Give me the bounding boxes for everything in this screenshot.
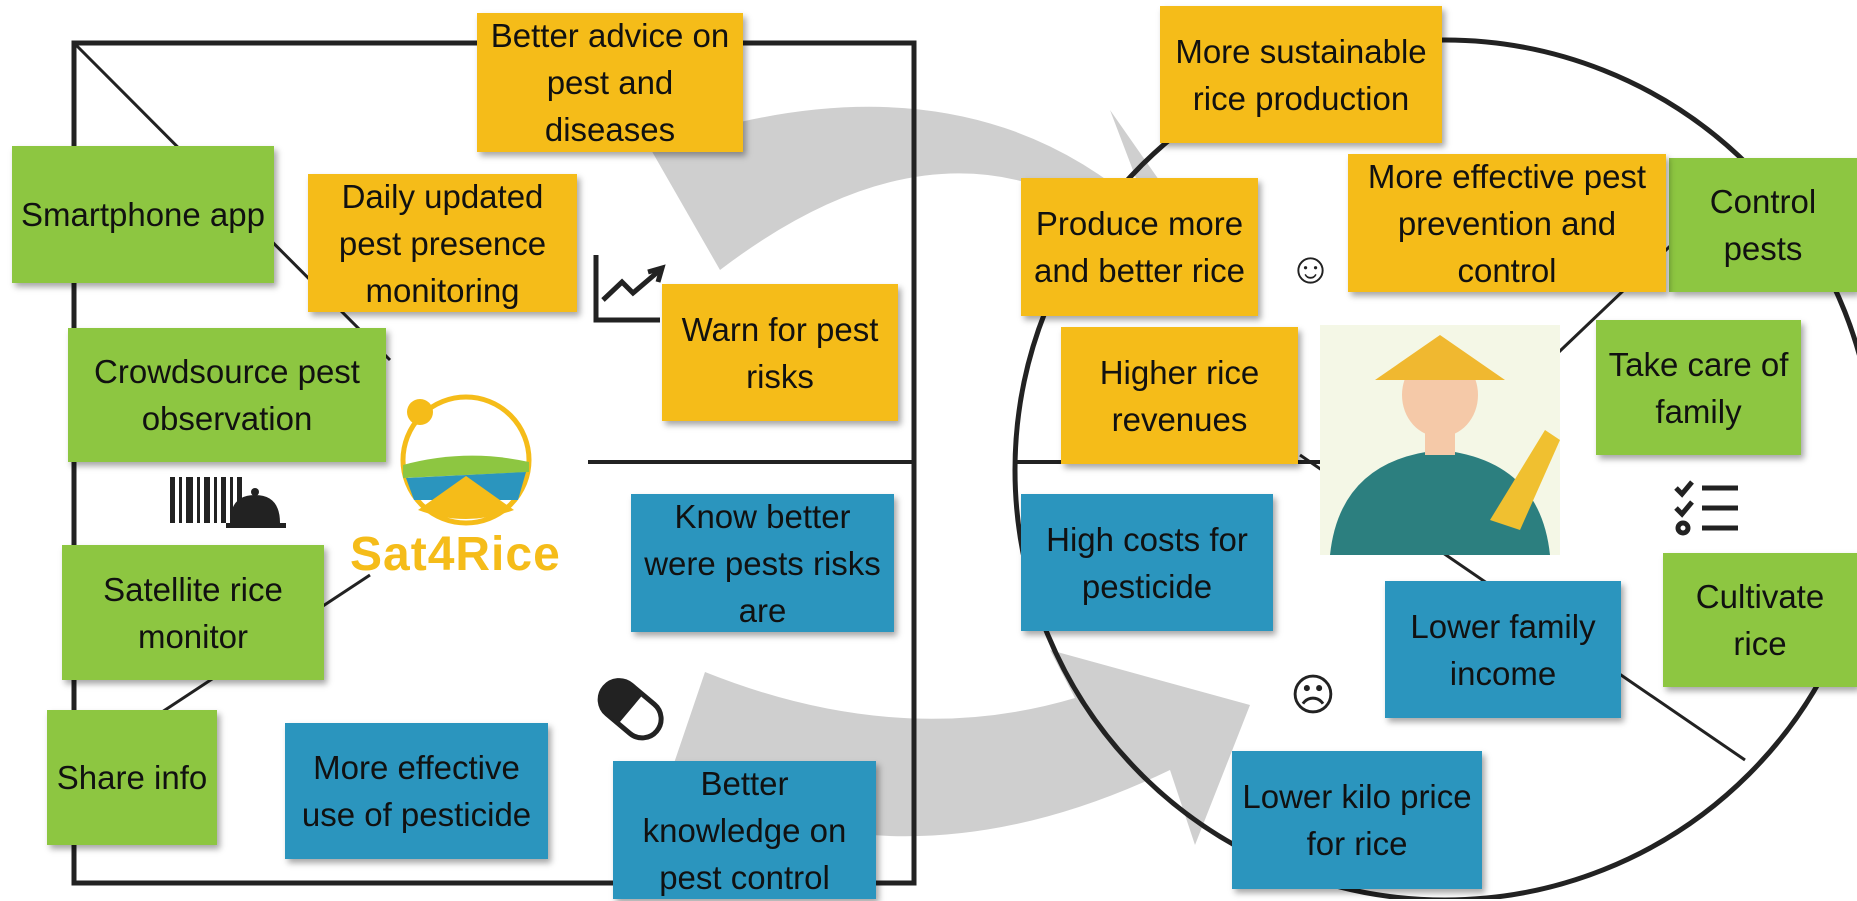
gain-creator-better-advice: Better advice on pest and diseases xyxy=(477,13,743,152)
product-crowdsource-pest-observation: Crowdsource pest observation xyxy=(68,328,386,462)
pain-reliever-know-pest-risks: Know better were pests risks are xyxy=(631,494,894,632)
gain-creator-warn-pest-risks: Warn for pest risks xyxy=(662,284,898,421)
trend-chart-icon xyxy=(593,255,666,323)
gain-sustainable-rice-production: More sustainable rice production xyxy=(1160,6,1442,143)
barcode-bell-icon xyxy=(170,477,286,528)
gain-creator-daily-monitoring: Daily updated pest presence monitoring xyxy=(308,174,577,312)
gain-effective-pest-control: More effective pest prevention and contr… xyxy=(1348,154,1666,292)
pain-high-pesticide-costs: High costs for pesticide xyxy=(1021,494,1273,631)
job-take-care-of-family: Take care of family xyxy=(1596,320,1801,455)
pain-lower-family-income: Lower family income xyxy=(1385,581,1621,718)
frown-icon: ☹ xyxy=(1290,671,1336,720)
sat4rice-logo-emblem xyxy=(400,394,532,526)
sat4rice-logo: Sat4Rice xyxy=(350,528,561,581)
pain-lower-kilo-price: Lower kilo price for rice xyxy=(1232,751,1482,889)
pain-reliever-effective-pesticide-use: More effective use of pesticide xyxy=(285,723,548,859)
pain-reliever-better-knowledge: Better knowledge on pest control xyxy=(613,761,876,899)
pill-icon xyxy=(597,678,664,741)
gain-higher-rice-revenues: Higher rice revenues xyxy=(1061,327,1298,464)
job-control-pests: Control pests xyxy=(1669,158,1857,292)
farmer-illustration xyxy=(1320,325,1560,555)
smile-icon: ☺ xyxy=(1288,244,1333,293)
product-share-info: Share info xyxy=(47,710,217,845)
checklist-icon xyxy=(1674,480,1738,536)
top-cycle-arrow xyxy=(650,106,1215,270)
product-satellite-rice-monitor: Satellite rice monitor xyxy=(62,545,324,680)
product-smartphone-app: Smartphone app xyxy=(12,146,274,283)
gain-produce-more-rice: Produce more and better rice xyxy=(1021,178,1258,316)
job-cultivate-rice: Cultivate rice xyxy=(1663,553,1857,687)
